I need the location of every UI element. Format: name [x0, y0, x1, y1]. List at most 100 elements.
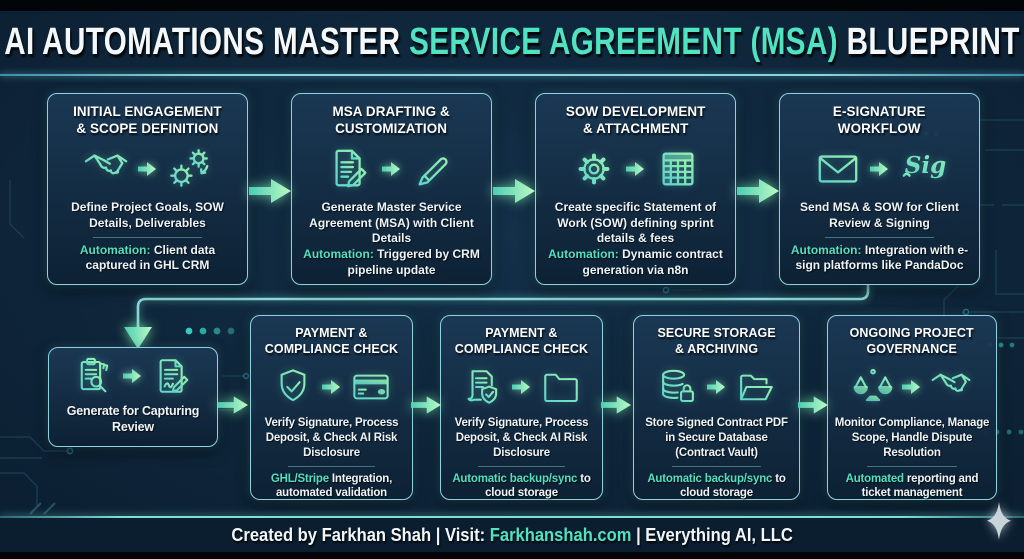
note-highlight: Automation:	[548, 246, 619, 261]
gears-sync-icon	[165, 146, 215, 192]
card-icon-row	[656, 366, 778, 408]
note-rest: Dynamic contract generation via n8n	[582, 246, 723, 277]
card-title: INITIAL ENGAGEMENT & SCOPE DEFINITION	[73, 103, 222, 137]
card-description: Verify Signature, Process Deposit, & Che…	[264, 416, 399, 459]
title-part-accent: SERVICE AGREEMENT (MSA)	[409, 20, 839, 63]
note-highlight: Automation:	[303, 246, 374, 261]
card-automation-note: Automation: Integration with e-sign plat…	[786, 243, 973, 274]
process-card: ONGOING PROJECT GOVERNANCE Monitor Compl…	[827, 315, 997, 500]
card-icon-row: Sign	[813, 146, 947, 192]
card-icon-row	[851, 366, 973, 408]
note-highlight: Automated	[845, 472, 904, 485]
card-title: SECURE STORAGE & ARCHIVING	[657, 325, 776, 356]
arrow-right-icon	[123, 368, 143, 384]
document-signature-icon	[150, 355, 194, 397]
note-rest: to cloud storage	[680, 472, 786, 500]
signature-icon: Sign	[897, 146, 947, 192]
card-note-block: Automatic backup/sync to cloud storage	[640, 461, 793, 502]
process-card: INITIAL ENGAGEMENT & SCOPE DEFINITION De…	[47, 93, 248, 285]
card-divider	[288, 465, 375, 467]
card-note-block: Automation: Triggered by CRM pipeline up…	[298, 247, 485, 278]
envelope-icon	[813, 146, 863, 192]
card-note-block: Automation: Integration with e-sign plat…	[786, 232, 973, 274]
note-rest: to cloud storage	[485, 472, 591, 500]
pen-icon	[409, 146, 459, 192]
card-title: SOW DEVELOPMENT & ATTACHMENT	[565, 103, 706, 137]
footer-credit: Created by Farkhan Shah | Visit:	[231, 524, 490, 545]
card-title: MSA DRAFTING & CUSTOMIZATION	[332, 103, 451, 137]
card-divider	[93, 236, 202, 238]
card-icon-row	[569, 146, 703, 192]
card-title: E-SIGNATURE WORKFLOW	[833, 103, 926, 137]
database-lock-icon	[656, 366, 700, 408]
card-title: PAYMENT & COMPLIANCE CHECK	[264, 325, 399, 356]
arrow-right-icon	[321, 379, 342, 395]
note-rest: Client data captured in GHL CRM	[85, 242, 216, 273]
card-description: Create specific Statement of Work (SOW) …	[554, 200, 717, 246]
process-card: Generate for Capturing Review	[48, 347, 218, 447]
card-icon-row	[72, 355, 194, 397]
document-edit-icon	[325, 146, 375, 192]
card-automation-note: Automation: Dynamic contract generation …	[542, 247, 729, 278]
card-note-block: Automation: Dynamic contract generation …	[542, 247, 729, 278]
folder-open-icon	[734, 366, 778, 408]
card-automation-note: Automation: Triggered by CRM pipeline up…	[298, 247, 485, 278]
page-title: AI AUTOMATIONS MASTER SERVICE AGREEMENT …	[0, 21, 1024, 64]
card-description: Send MSA & SOW for Client Review & Signi…	[800, 200, 959, 230]
card-description: Generate for Capturing Review	[66, 403, 200, 434]
card-description: Monitor Compliance, Manage Scope, Handle…	[834, 416, 990, 459]
footer: Created by Farkhan Shah | Visit: Farkhan…	[0, 518, 1024, 552]
card-description: Store Signed Contract PDF in Secure Data…	[645, 416, 788, 459]
arrow-right-icon	[706, 379, 727, 395]
card-description: Verify Signature, Process Deposit, & Che…	[454, 416, 589, 459]
note-rest: Integration, automated validation	[275, 472, 393, 500]
note-highlight: GHL/Stripe	[270, 472, 329, 485]
card-divider	[866, 465, 958, 467]
sparkle-icon	[987, 502, 1011, 540]
arrow-right-icon	[902, 379, 922, 395]
arrow-right-icon	[869, 161, 890, 177]
title-part-1: AI AUTOMATIONS MASTER	[4, 20, 410, 63]
flow-arrow-right-icon	[493, 176, 535, 206]
footer-website: Farkhanshah.com	[489, 524, 632, 545]
gear-icon	[569, 146, 619, 192]
note-highlight: Automatic backup/sync	[452, 472, 578, 485]
process-card: PAYMENT & COMPLIANCE CHECK Verify Signat…	[440, 315, 603, 500]
credit-card-icon	[349, 366, 393, 408]
process-card: PAYMENT & COMPLIANCE CHECK Verify Signat…	[250, 315, 413, 500]
footer-divider-line	[0, 516, 1024, 518]
svg-text:Sign: Sign	[904, 152, 946, 179]
flow-arrow-right-icon	[601, 392, 631, 418]
arrow-right-icon	[137, 161, 158, 177]
process-card: SECURE STORAGE & ARCHIVING Store Signed …	[633, 315, 800, 500]
bottom-black-band	[0, 552, 1024, 559]
document-shield-icon	[461, 366, 505, 408]
card-automation-note: Automation: Client data captured in GHL …	[54, 243, 241, 274]
handshake-icon	[929, 366, 973, 408]
note-rest: Integration with e-sign platforms like P…	[795, 242, 969, 273]
arrow-right-icon	[381, 161, 402, 177]
card-description: Generate Master Service Agreement (MSA) …	[309, 200, 474, 246]
card-divider	[825, 236, 934, 238]
title-part-3: BLUEPRINT	[838, 20, 1020, 63]
card-note-block: GHL/Stripe Integration, automated valida…	[257, 461, 406, 502]
card-note-block: Automatic backup/sync to cloud storage	[447, 461, 596, 502]
top-black-band	[0, 0, 1024, 11]
note-highlight: Automation:	[79, 242, 151, 257]
arrow-right-icon	[511, 379, 532, 395]
card-title: PAYMENT & COMPLIANCE CHECK	[454, 325, 589, 356]
flow-arrow-right-icon	[218, 392, 248, 418]
card-automation-note: Automatic backup/sync to cloud storage	[447, 472, 596, 502]
card-icon-row	[325, 146, 459, 192]
scales-icon	[851, 366, 895, 408]
card-automation-note: GHL/Stripe Integration, automated valida…	[257, 472, 406, 502]
header: AI AUTOMATIONS MASTER SERVICE AGREEMENT …	[0, 11, 1024, 73]
shield-check-icon	[271, 366, 315, 408]
note-rest: reporting and ticket management	[861, 472, 979, 500]
header-divider-line	[0, 74, 1024, 76]
card-automation-note: Automated reporting and ticket managemen…	[834, 472, 990, 502]
process-card: MSA DRAFTING & CUSTOMIZATION Generate Ma…	[291, 93, 492, 285]
card-note-block: Automated reporting and ticket managemen…	[834, 461, 990, 502]
flow-arrow-right-icon	[411, 392, 441, 418]
